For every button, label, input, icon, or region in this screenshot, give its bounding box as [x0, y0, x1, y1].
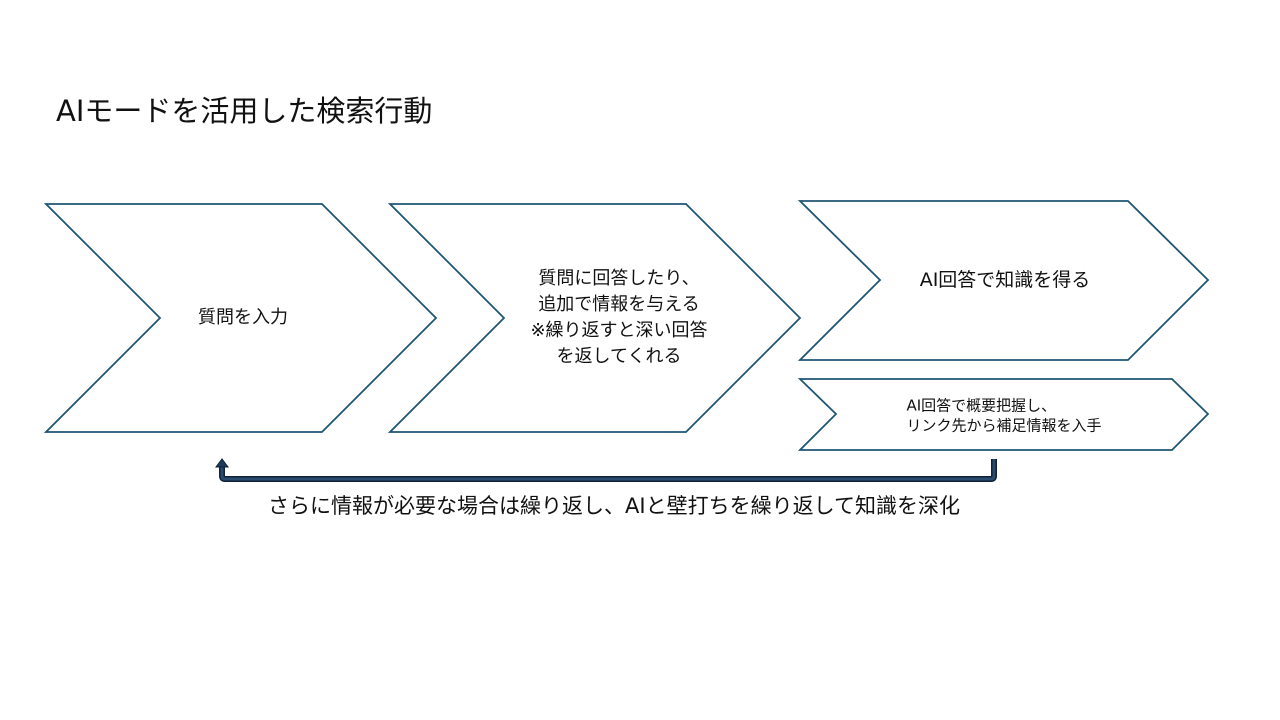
step-chevron-3: [797, 200, 1210, 361]
step-chevron-4: [797, 378, 1210, 451]
loop-caption: さらに情報が必要な場合は繰り返し、AIと壁打ちを繰り返して知識を深化: [268, 493, 960, 518]
slide-title: AIモードを活用した検索行動: [56, 94, 433, 128]
step-chevron-1: [43, 203, 438, 433]
step-1-label: 質問を入力: [198, 306, 288, 328]
step-2-line: 質問に回答したり、: [538, 267, 700, 289]
step-2-line: を返してくれる: [556, 346, 682, 368]
arrowhead-icon: [215, 458, 229, 468]
step-4-line: AI回答で概要把握し、: [906, 396, 1057, 415]
step-2-line: ※繰り返すと深い回答: [530, 320, 708, 341]
step-4-line: リンク先から補足情報を入手: [906, 416, 1102, 434]
loop-back-arrow: [215, 458, 997, 482]
step-3-label: AI回答で知識を得る: [919, 269, 1091, 292]
step-2-label: 質問に回答したり、 追加で情報を与える ※繰り返すと深い回答 を返してくれる: [530, 266, 707, 370]
step-chevron-2: [387, 203, 802, 433]
step-4-label: AI回答で概要把握し、 リンク先から補足情報を入手: [906, 397, 1101, 436]
step-2-line: 追加で情報を与える: [538, 293, 700, 315]
